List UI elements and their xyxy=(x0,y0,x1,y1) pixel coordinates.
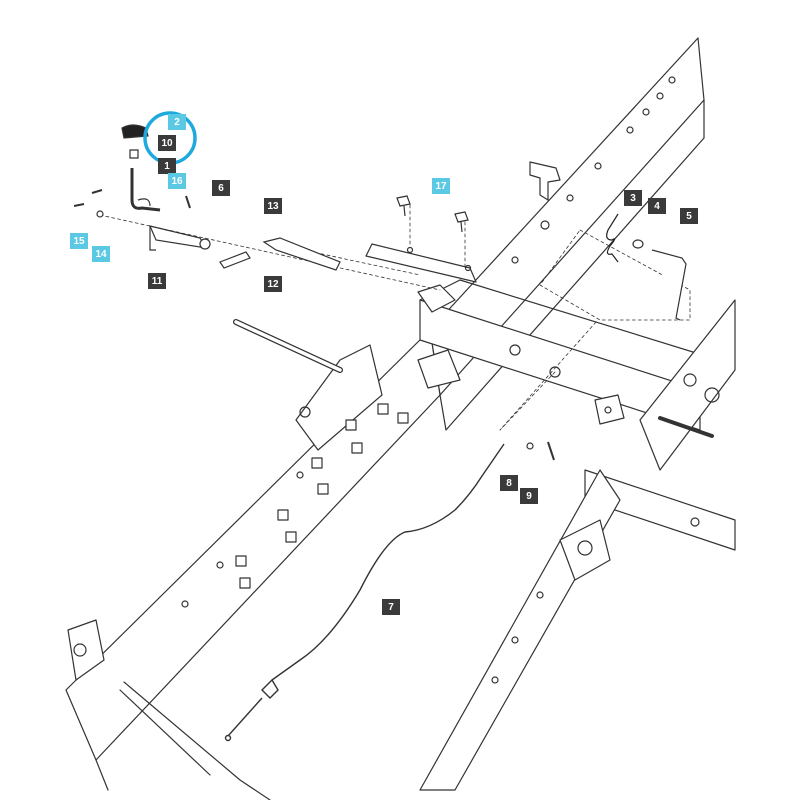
rod-part-5 xyxy=(651,249,687,321)
washer-part-14 xyxy=(96,210,104,218)
callout-1[interactable]: 1 xyxy=(158,158,176,174)
callout-2[interactable]: 2 xyxy=(168,114,186,130)
pin-part-15 xyxy=(73,203,85,207)
bracket-part-13 xyxy=(262,237,341,271)
right-rear-plate xyxy=(639,299,736,471)
bolt-part-17 xyxy=(396,195,469,233)
center-mount-bracket xyxy=(365,243,477,313)
rear-cross-member xyxy=(584,469,736,551)
callout-8[interactable]: 8 xyxy=(500,475,518,491)
lower-right-rail xyxy=(419,469,621,791)
callout-7[interactable]: 7 xyxy=(382,599,400,615)
callout-17[interactable]: 17 xyxy=(432,178,450,194)
nut-part-8 xyxy=(526,442,534,450)
cross-tab xyxy=(417,349,625,425)
washer-part-4 xyxy=(632,239,644,249)
callout-9[interactable]: 9 xyxy=(520,488,538,504)
cable-part-7 xyxy=(224,443,505,742)
callout-5[interactable]: 5 xyxy=(680,208,698,224)
lever-part-11 xyxy=(148,225,208,249)
callout-6[interactable]: 6 xyxy=(212,180,230,196)
frame-nuts xyxy=(235,403,409,589)
knob-part-1 xyxy=(121,124,149,139)
link-part-12 xyxy=(219,251,251,269)
spacer-part-10 xyxy=(129,149,139,159)
rail-l-bracket xyxy=(529,161,561,201)
callout-4[interactable]: 4 xyxy=(648,198,666,214)
lever-assembly xyxy=(73,124,341,271)
left-end-bracket xyxy=(67,619,271,800)
clip-part-16 xyxy=(137,198,151,207)
callout-15[interactable]: 15 xyxy=(70,233,88,249)
callout-11[interactable]: 11 xyxy=(148,273,166,289)
callout-16[interactable]: 16 xyxy=(168,173,186,189)
callout-12[interactable]: 12 xyxy=(264,276,282,292)
pin-part-9 xyxy=(547,441,555,461)
callout-13[interactable]: 13 xyxy=(264,198,282,214)
left-frame-rail xyxy=(65,329,441,791)
callout-3[interactable]: 3 xyxy=(624,190,642,206)
callout-14[interactable]: 14 xyxy=(92,246,110,262)
callout-10[interactable]: 10 xyxy=(158,135,176,151)
pin-part-6 xyxy=(185,195,191,209)
spring-part-3 xyxy=(606,213,619,263)
